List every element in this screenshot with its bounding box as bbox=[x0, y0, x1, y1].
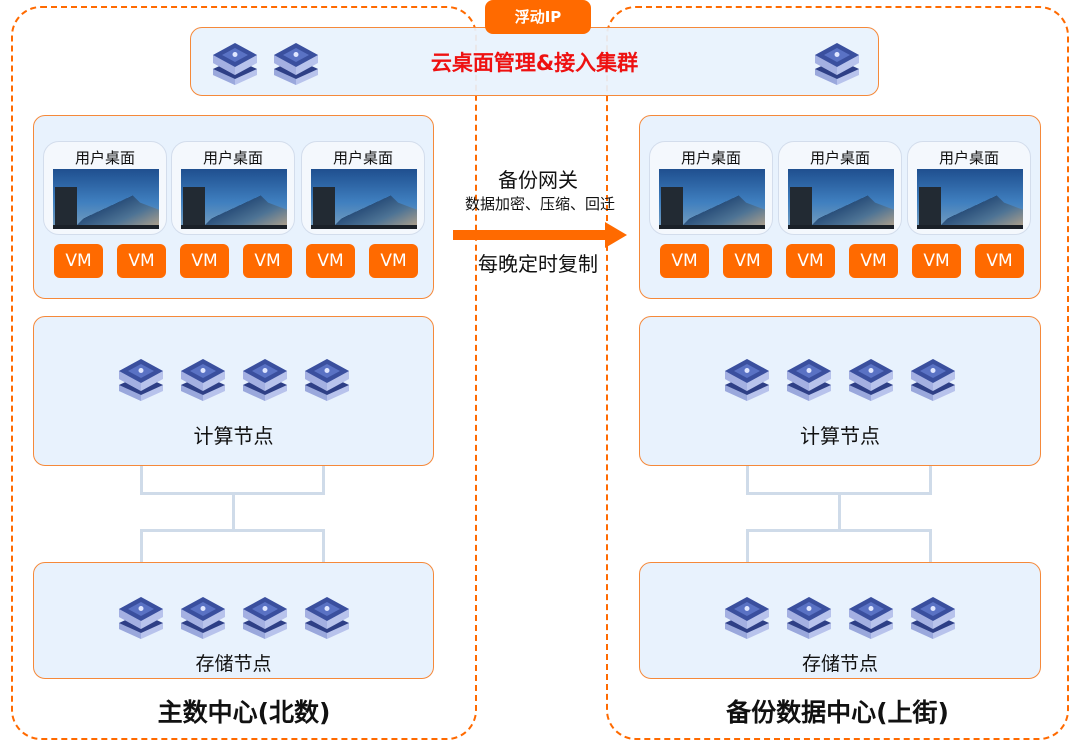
cluster-left-servers bbox=[209, 39, 322, 85]
storage-nodes-label: 存储节点 bbox=[801, 653, 878, 675]
backup-storage-nodes: 存储节点 bbox=[639, 562, 1041, 679]
compute-nodes-label: 计算节点 bbox=[193, 424, 274, 448]
floating-ip-badge: 浮动IP bbox=[485, 0, 591, 34]
vm-badge: VM bbox=[912, 244, 961, 278]
user-desktop: 用户桌面 bbox=[301, 141, 425, 235]
primary-datacenter-boundary bbox=[11, 6, 477, 740]
server-stack-icon bbox=[811, 39, 863, 85]
compute-nodes-label: 计算节点 bbox=[800, 424, 880, 448]
storage-nodes-label: 存储节点 bbox=[195, 653, 272, 675]
desktop-screenshot-icon bbox=[181, 169, 287, 229]
connector-line bbox=[746, 466, 749, 494]
server-stack-icon bbox=[721, 355, 773, 401]
desktop-screenshot-icon bbox=[659, 169, 765, 229]
user-desktop: 用户桌面 bbox=[171, 141, 295, 235]
server-stack-icon bbox=[177, 593, 229, 639]
backup-gateway-title: 备份网关 bbox=[498, 168, 578, 192]
backup-datacenter-boundary bbox=[606, 6, 1069, 740]
backup-compute-nodes: 计算节点 bbox=[639, 316, 1041, 466]
vm-badge: VM bbox=[117, 244, 166, 278]
server-stack-icon bbox=[907, 355, 959, 401]
connector-line bbox=[140, 466, 143, 494]
vm-badge: VM bbox=[849, 244, 898, 278]
connector-line bbox=[232, 494, 235, 530]
desktop-screenshot-icon bbox=[788, 169, 894, 229]
vm-badge: VM bbox=[660, 244, 709, 278]
connector-line bbox=[746, 529, 932, 532]
compute-server-group bbox=[34, 355, 433, 401]
server-stack-icon bbox=[177, 355, 229, 401]
vm-badge: VM bbox=[306, 244, 355, 278]
server-stack-icon bbox=[209, 39, 261, 85]
server-stack-icon bbox=[907, 593, 959, 639]
connector-line bbox=[746, 492, 932, 495]
storage-server-group bbox=[34, 593, 433, 639]
vm-badge: VM bbox=[180, 244, 229, 278]
backup-desktop-pool: 用户桌面 用户桌面 用户桌面 VM VM VM VM VM VM bbox=[639, 115, 1041, 299]
replication-schedule: 每晚定时复制 bbox=[478, 252, 598, 276]
connector-line bbox=[322, 530, 325, 562]
server-stack-icon bbox=[270, 39, 322, 85]
server-stack-icon bbox=[783, 593, 835, 639]
vm-badge: VM bbox=[54, 244, 103, 278]
server-stack-icon bbox=[721, 593, 773, 639]
user-desktop-label: 用户桌面 bbox=[938, 149, 999, 167]
connector-line bbox=[838, 494, 841, 530]
desktop-screenshot-icon bbox=[311, 169, 417, 229]
user-desktop: 用户桌面 bbox=[778, 141, 902, 235]
desktop-screenshot-icon bbox=[917, 169, 1023, 229]
connector-line bbox=[746, 530, 749, 562]
connector-line bbox=[929, 530, 932, 562]
user-desktop-label: 用户桌面 bbox=[332, 149, 393, 167]
vm-badge: VM bbox=[975, 244, 1024, 278]
user-desktop: 用户桌面 bbox=[649, 141, 773, 235]
primary-compute-nodes: 计算节点 bbox=[33, 316, 434, 466]
desktop-screenshot-icon bbox=[53, 169, 159, 229]
vm-badge: VM bbox=[369, 244, 418, 278]
primary-datacenter-title: 主数中心(北数) bbox=[157, 698, 331, 727]
user-desktop-label: 用户桌面 bbox=[809, 149, 870, 167]
connector-line bbox=[322, 466, 325, 494]
connector-line bbox=[140, 492, 325, 495]
user-desktop-label: 用户桌面 bbox=[680, 149, 741, 167]
backup-gateway-features: 数据加密、压缩、回迁 bbox=[464, 195, 615, 213]
server-stack-icon bbox=[301, 355, 353, 401]
server-stack-icon bbox=[239, 593, 291, 639]
server-stack-icon bbox=[845, 593, 897, 639]
vm-badge: VM bbox=[723, 244, 772, 278]
user-desktop-label: 用户桌面 bbox=[74, 149, 135, 167]
server-stack-icon bbox=[783, 355, 835, 401]
user-desktop: 用户桌面 bbox=[43, 141, 167, 235]
management-access-cluster: 云桌面管理&接入集群 bbox=[190, 27, 879, 96]
compute-server-group bbox=[640, 355, 1040, 401]
cluster-right-servers bbox=[811, 39, 863, 85]
user-desktop: 用户桌面 bbox=[907, 141, 1031, 235]
server-stack-icon bbox=[115, 593, 167, 639]
vm-badge: VM bbox=[243, 244, 292, 278]
user-desktop-label: 用户桌面 bbox=[202, 149, 263, 167]
arrow-right-icon bbox=[453, 222, 627, 248]
connector-line bbox=[929, 466, 932, 494]
primary-storage-nodes: 存储节点 bbox=[33, 562, 434, 679]
connector-line bbox=[140, 530, 143, 562]
server-stack-icon bbox=[301, 593, 353, 639]
server-stack-icon bbox=[115, 355, 167, 401]
backup-datacenter-title: 备份数据中心(上街) bbox=[726, 698, 949, 727]
primary-desktop-pool: 用户桌面 用户桌面 用户桌面 VM VM VM VM VM VM bbox=[33, 115, 434, 299]
vm-badge: VM bbox=[786, 244, 835, 278]
connector-line bbox=[140, 529, 325, 532]
storage-server-group bbox=[640, 593, 1040, 639]
cluster-title: 云桌面管理&接入集群 bbox=[430, 51, 639, 75]
server-stack-icon bbox=[845, 355, 897, 401]
server-stack-icon bbox=[239, 355, 291, 401]
